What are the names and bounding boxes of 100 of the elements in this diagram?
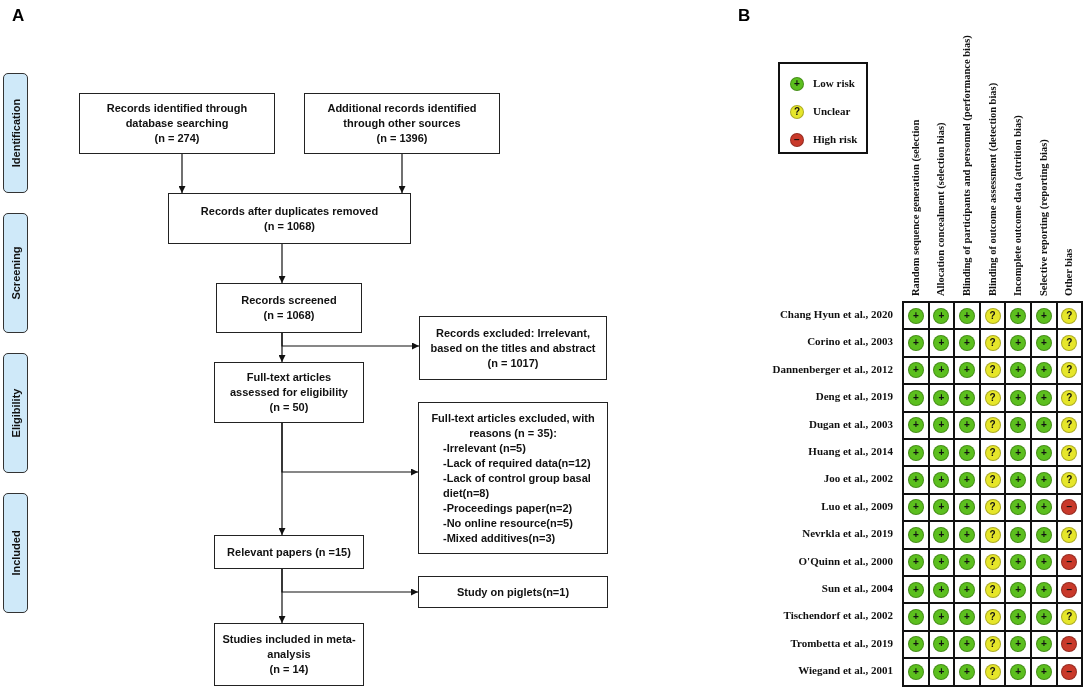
risk-symbol: ? <box>984 335 1001 352</box>
risk-symbol: + <box>1010 636 1027 653</box>
risk-symbol: + <box>933 581 950 598</box>
risk-symbol: ? <box>1061 307 1078 324</box>
risk-symbol: + <box>1035 444 1052 461</box>
risk-symbol: + <box>1010 609 1027 626</box>
risk-symbol: ? <box>984 526 1001 543</box>
risk-symbol: + <box>907 307 924 324</box>
risk-symbol: + <box>1010 444 1027 461</box>
process-box <box>214 623 364 686</box>
process-box <box>214 362 364 423</box>
risk-symbol: + <box>1010 526 1027 543</box>
risk-symbol: + <box>1010 389 1027 406</box>
study-name: Corino et al., 2003 <box>806 335 893 348</box>
column-header: Blinding of outcome assessment (detection bias) <box>985 82 999 296</box>
risk-symbol: + <box>1035 636 1052 653</box>
risk-symbol: ? <box>984 609 1001 626</box>
column-header: Other bias <box>1062 248 1076 296</box>
risk-symbol: + <box>1010 663 1027 680</box>
box-text: (n = 14) <box>269 662 309 677</box>
process-box <box>304 93 500 154</box>
risk-symbol: + <box>933 472 950 489</box>
risk-symbol: ? <box>984 636 1001 653</box>
arrow <box>398 153 406 194</box>
risk-symbol: ? <box>984 362 1001 379</box>
risk-symbol: + <box>933 389 950 406</box>
list-item: -Lack of control group basal diet(n=8) <box>442 470 592 501</box>
stage-label: Screening <box>9 246 22 300</box>
stage-label: Included <box>9 530 22 576</box>
risk-symbol: + <box>933 417 950 434</box>
risk-symbol: + <box>907 636 924 653</box>
legend-swatch: − <box>790 133 804 147</box>
stage-band <box>3 213 28 333</box>
risk-symbol: + <box>1010 499 1027 516</box>
risk-symbol: + <box>907 389 924 406</box>
risk-symbol: + <box>933 499 950 516</box>
risk-symbol: + <box>907 663 924 680</box>
risk-symbol: + <box>933 663 950 680</box>
legend-label: Unclear <box>813 105 851 117</box>
study-name: O'Quinn et al., 2000 <box>797 554 893 567</box>
list-item: -Mixed additives(n=3) <box>442 530 556 546</box>
process-box <box>214 535 364 569</box>
risk-symbol: ? <box>1061 389 1078 406</box>
study-name: Joo et al., 2002 <box>822 472 893 485</box>
risk-symbol: + <box>1035 362 1052 379</box>
risk-symbol: + <box>907 362 924 379</box>
risk-symbol: ? <box>1061 526 1078 543</box>
risk-symbol: ? <box>1061 417 1078 434</box>
risk-symbol: ? <box>984 499 1001 516</box>
box-heading: Full-text articles excluded, with reasons (n = 35): <box>430 410 596 441</box>
risk-symbol: + <box>959 307 975 324</box>
risk-symbol: + <box>1035 417 1052 434</box>
risk-symbol: + <box>1010 581 1027 598</box>
risk-symbol: + <box>959 389 975 406</box>
study-name: Dugan et al., 2003 <box>807 417 893 430</box>
risk-symbol: + <box>1035 663 1052 680</box>
risk-symbol: − <box>1061 499 1078 516</box>
study-name: Chang Hyun et al., 2020 <box>778 308 893 320</box>
arrow <box>281 568 419 596</box>
list-item: -Lack of required data(n=12) <box>442 455 591 471</box>
stage-band <box>3 353 28 473</box>
risk-symbol: + <box>1010 472 1027 489</box>
risk-symbol: + <box>907 499 924 516</box>
list-item: -Irrelevant (n=5) <box>442 440 526 456</box>
box-text: Records excluded: Irrelevant, based on the titles and abstract (n = 1017) <box>429 325 597 371</box>
risk-symbol: + <box>907 554 924 571</box>
stage-band <box>3 73 28 193</box>
stage-label: Eligibility <box>9 388 22 438</box>
panel-letter: B <box>738 6 751 26</box>
risk-symbol: ? <box>984 444 1001 461</box>
risk-symbol: ? <box>984 417 1001 434</box>
risk-symbol: + <box>959 663 975 680</box>
risk-symbol: + <box>1010 554 1027 571</box>
risk-symbol: + <box>933 554 950 571</box>
panel-letter: A <box>12 6 25 26</box>
list-item: -No online resource(n=5) <box>442 515 573 531</box>
study-name: Tischendorf et al., 2002 <box>782 609 893 622</box>
process-box <box>419 316 607 380</box>
stage-label: Identification <box>9 98 22 168</box>
risk-symbol: ? <box>1061 362 1078 379</box>
risk-symbol: + <box>959 444 975 461</box>
risk-symbol: + <box>1035 526 1052 543</box>
legend-swatch: + <box>790 77 804 91</box>
risk-symbol: + <box>907 335 924 352</box>
risk-symbol: ? <box>1061 444 1078 461</box>
risk-symbol: ? <box>984 472 1001 489</box>
arrow <box>178 153 186 194</box>
risk-symbol: ? <box>984 307 1001 324</box>
risk-symbol: + <box>1010 307 1027 324</box>
box-text: Relevant papers (n =15) <box>227 544 351 560</box>
risk-symbol: + <box>907 526 924 543</box>
process-box <box>418 576 608 608</box>
risk-symbol: + <box>959 499 975 516</box>
column-header: Blinding of participants and personnel (performance bias) <box>960 35 973 296</box>
risk-symbol: + <box>1010 335 1027 352</box>
risk-symbol: + <box>959 526 975 543</box>
risk-symbol: + <box>933 526 950 543</box>
risk-symbol: + <box>1010 417 1027 434</box>
risk-symbol: + <box>959 636 975 653</box>
study-name: Deng et al., 2019 <box>814 390 893 403</box>
